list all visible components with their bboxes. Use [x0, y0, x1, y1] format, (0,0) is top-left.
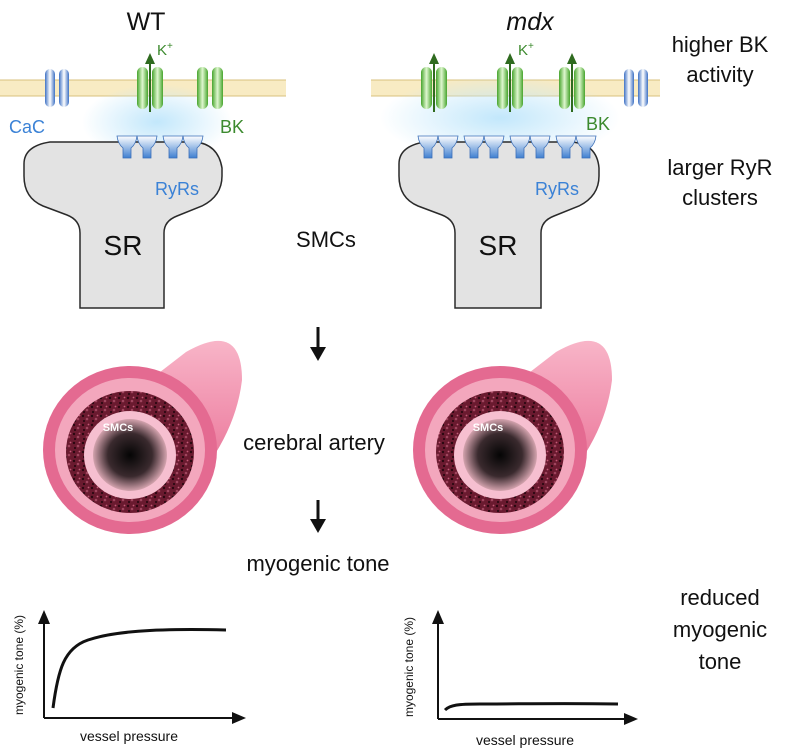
- wt-graph-ylabel: myogenic tone (%): [12, 615, 26, 715]
- reduced-tone-line-1: reduced: [680, 585, 760, 610]
- wt-tone-graph: myogenic tone (%) vessel pressure: [12, 610, 246, 744]
- mdx-bk-label: BK: [586, 114, 610, 134]
- wt-tone-curve: [51, 627, 227, 709]
- k-efflux-arrow-icon: [145, 53, 155, 112]
- myogenic-tone-label: myogenic tone: [246, 551, 389, 576]
- wt-title: WT: [127, 8, 166, 36]
- mdx-sr-label: SR: [479, 230, 518, 261]
- ryr-clusters-line-2: clusters: [682, 185, 758, 210]
- reduced-tone-note: reduced myogenic tone: [673, 585, 767, 674]
- wt-sr-label: SR: [104, 230, 143, 261]
- wt-bk-label: BK: [220, 117, 244, 137]
- mdx-smcs-ring-label: SMCs: [473, 422, 504, 434]
- reduced-tone-line-2: myogenic: [673, 617, 767, 642]
- wt-smcs-ring-label: SMCs: [103, 422, 134, 434]
- k-efflux-arrow-icon: [429, 53, 577, 112]
- mdx-graph-xlabel: vessel pressure: [476, 732, 574, 748]
- wt-cac-label: CaC: [9, 117, 45, 137]
- mdx-tone-curve: [443, 702, 619, 712]
- ryr-clusters-line-1: larger RyR: [667, 155, 772, 180]
- mdx-graph-ylabel: myogenic tone (%): [402, 617, 416, 717]
- mdx-title: mdx: [506, 8, 555, 36]
- wt-sr: [23, 141, 223, 309]
- mdx-artery: SMCs: [413, 340, 612, 534]
- mdx-sr: [398, 141, 600, 309]
- bk-activity-line-2: activity: [686, 62, 753, 87]
- reduced-tone-line-3: tone: [699, 649, 742, 674]
- ryr-clusters-note: larger RyR clusters: [667, 155, 772, 210]
- wt-artery: SMCs: [43, 340, 242, 534]
- down-arrow-icon: [310, 500, 326, 533]
- cerebral-artery-label: cerebral artery: [243, 430, 385, 455]
- mdx-tone-graph: myogenic tone (%) vessel pressure: [402, 610, 638, 748]
- smcs-center-label: SMCs: [296, 227, 356, 252]
- mdx-cell-panel: K+ BK RyRs SR: [371, 41, 660, 309]
- down-arrow-icon: [310, 327, 326, 361]
- wt-graph-xlabel: vessel pressure: [80, 728, 178, 744]
- mdx-k-label: K+: [518, 41, 534, 59]
- wt-ryrs-label: RyRs: [155, 179, 199, 199]
- wt-k-label: K+: [157, 41, 173, 59]
- bk-activity-line-1: higher BK: [672, 32, 769, 57]
- bk-activity-note: higher BK activity: [672, 32, 769, 87]
- wt-cell-panel: K+ CaC BK RyRs SR: [0, 41, 286, 309]
- mdx-ryrs-label: RyRs: [535, 179, 579, 199]
